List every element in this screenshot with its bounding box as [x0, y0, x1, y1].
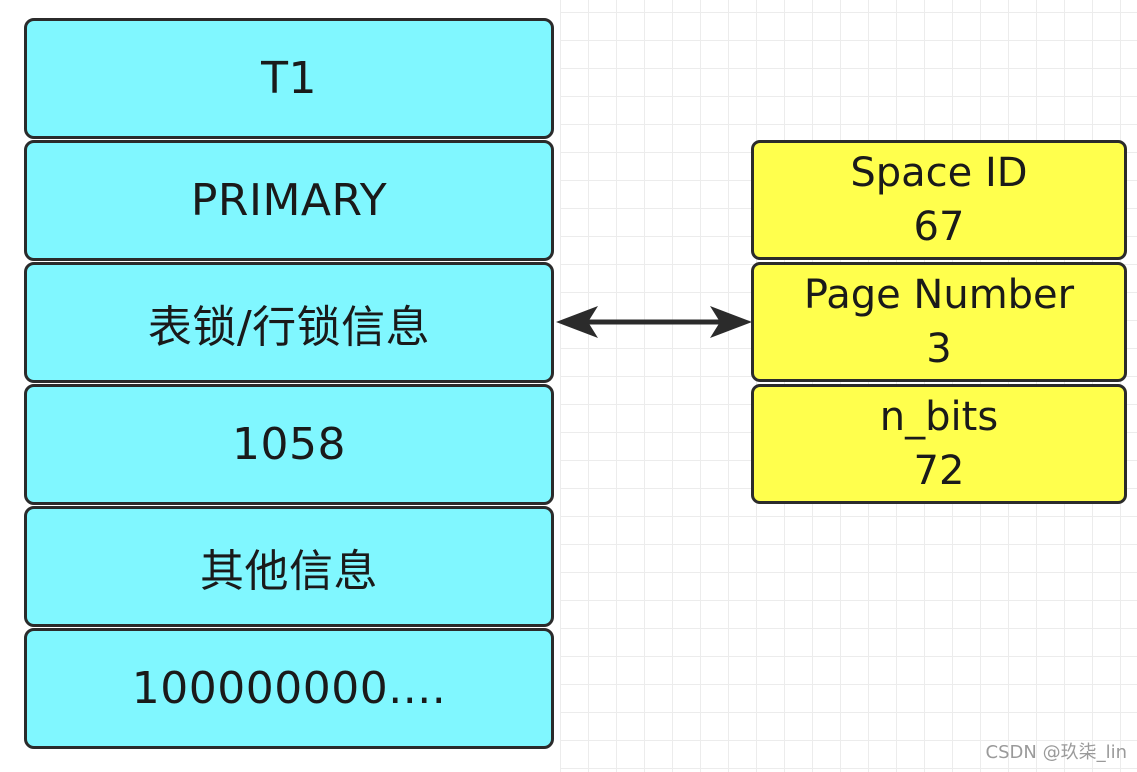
- cell-lock-info: 表锁/行锁信息: [24, 262, 554, 383]
- page-number-label: Page Number: [803, 272, 1075, 318]
- cell-other-info-text: 其他信息: [200, 545, 378, 597]
- page-number-value: 3: [926, 326, 952, 372]
- cell-trx-id-text: 1058: [232, 419, 346, 470]
- cell-table: T1: [24, 18, 554, 139]
- record-lock-stack: Space ID 67 Page Number 3 n_bits 72: [751, 140, 1127, 506]
- cell-index: PRIMARY: [24, 140, 554, 261]
- cell-index-text: PRIMARY: [190, 175, 388, 226]
- space-id-cell: Space ID 67: [751, 140, 1127, 260]
- n-bits-cell: n_bits 72: [751, 384, 1127, 504]
- cell-bitmap: 100000000....: [24, 628, 554, 749]
- double-arrow-icon: [556, 306, 752, 338]
- space-id-value: 67: [913, 204, 965, 250]
- cell-bitmap-text: 100000000....: [131, 663, 447, 714]
- space-id-label: Space ID: [850, 150, 1028, 196]
- cell-trx-id: 1058: [24, 384, 554, 505]
- n-bits-value: 72: [913, 448, 965, 494]
- watermark: CSDN @玖柒_lin: [985, 742, 1127, 763]
- cell-table-text: T1: [261, 53, 317, 104]
- cell-other-info: 其他信息: [24, 506, 554, 627]
- page-number-cell: Page Number 3: [751, 262, 1127, 382]
- lock-struct-stack: T1 PRIMARY 表锁/行锁信息 1058 其他信息 100000000..…: [24, 18, 554, 750]
- cell-lock-info-text: 表锁/行锁信息: [147, 301, 431, 353]
- n-bits-label: n_bits: [879, 394, 999, 440]
